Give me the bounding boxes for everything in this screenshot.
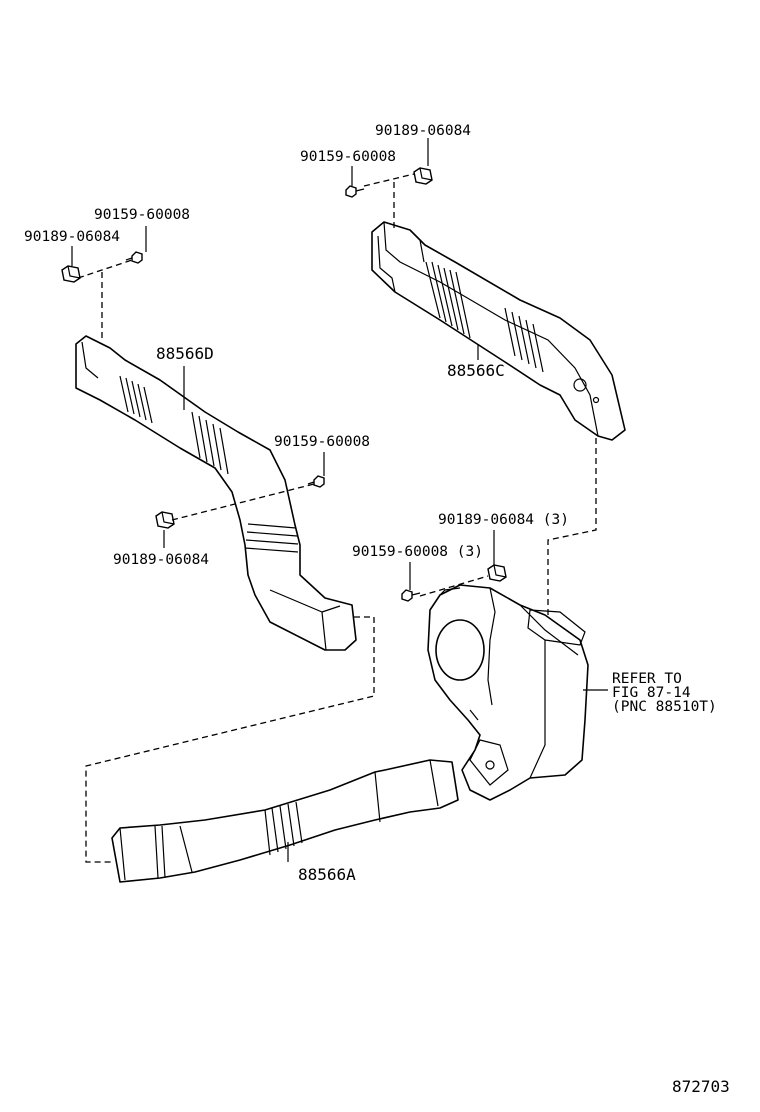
part-label-screw: 90159-60008 [274,434,370,450]
reference-note-line3: (PNC 88510T) [612,699,717,715]
part-label-screw: 90159-60008 (3) [352,544,483,560]
clip-icon [413,167,433,185]
part-label-screw: 90159-60008 [300,149,396,165]
part-label-screw: 90159-60008 [94,207,190,223]
duct-88566c [371,221,626,441]
part-label-duct-c: 88566C [447,361,505,380]
screw-icon [307,475,325,488]
part-label-clip: 90189-06084 (3) [438,512,569,528]
screw-icon [345,185,365,198]
clip-icon [487,564,507,582]
blower-unit [427,584,589,801]
assembly-lines [77,173,597,863]
callout-labels: 90189-06084 90159-60008 90159-60008 9018… [24,123,730,1096]
part-label-clip: 90189-06084 [113,552,209,568]
part-label-duct-d: 88566D [156,344,214,363]
duct-88566d [75,335,357,651]
figure-number: 872703 [672,1077,730,1096]
reference-note-line2: FIG 87-14 [612,685,691,701]
screw-icon [401,589,421,602]
part-label-clip: 90189-06084 [24,229,120,245]
leader-lines [71,138,608,862]
reference-note-line1: REFER TO [612,671,682,687]
screw-icon [125,251,143,264]
part-label-duct-a: 88566A [298,865,356,884]
clip-icon [61,265,81,283]
clip-icon [155,511,175,529]
duct-88566a [111,759,459,883]
part-label-clip: 90189-06084 [375,123,471,139]
